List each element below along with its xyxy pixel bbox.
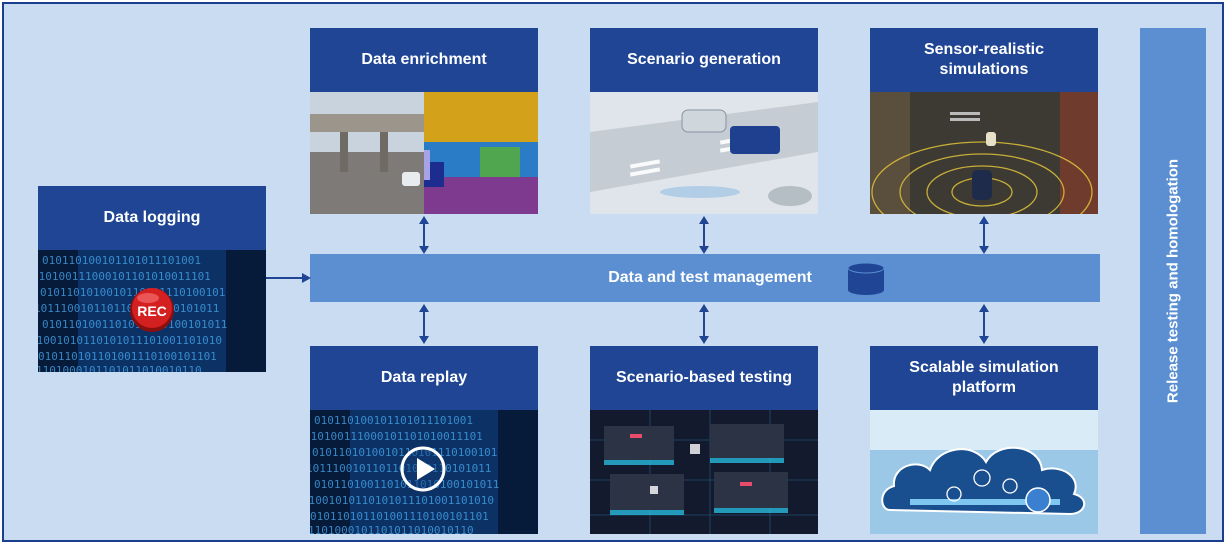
platform-bus-arrow: [979, 304, 989, 344]
data-test-management-bus: Data and test management: [310, 254, 1100, 302]
svg-text:1101000101101011010010110: 1101000101101011010010110: [38, 364, 202, 372]
node-title: Scenario generation: [590, 28, 818, 92]
node-data-replay: Data replay 010110100101101011101001 110…: [310, 346, 538, 534]
node-title: Scenario-based testing: [590, 346, 818, 410]
sensor-bus-arrow: [979, 216, 989, 254]
node-data-logging: Data logging 010110100101101011101001 11…: [38, 186, 266, 372]
node-title: Data logging: [38, 186, 266, 250]
replay-bus-arrow: [419, 304, 429, 344]
release-label: Release testing and homologation: [1164, 158, 1182, 404]
bus-label: Data and test management: [608, 269, 812, 286]
node-title: Scalable simulation platform: [870, 346, 1098, 410]
node-scenario-testing: Scenario-based testing: [590, 346, 818, 534]
node-title: Sensor-realistic simulations: [870, 28, 1098, 92]
play-icon: [398, 444, 448, 499]
rec-badge: REC: [137, 303, 167, 319]
binary-code-image: 010110100101101011101001 110100111000101…: [38, 250, 266, 372]
svg-text:1101000101101011010010110: 1101000101101011010010110: [310, 524, 474, 534]
enrichment-bus-arrow: [419, 216, 429, 254]
cloud-platform-image: [870, 410, 1098, 534]
generation-bus-arrow: [699, 216, 709, 254]
segmented-road-image: [310, 92, 538, 214]
parallel-test-platforms-image: [590, 410, 818, 534]
svg-text:010110101101001110100101101: 010110101101001110100101101: [38, 350, 217, 363]
svg-text:110100111000101101010011101: 110100111000101101010011101: [38, 270, 211, 283]
svg-text:110100111000101101010011101: 110100111000101101010011101: [310, 430, 483, 443]
sensor-simulation-image: [870, 92, 1098, 214]
testing-bus-arrow: [699, 304, 709, 344]
node-title: Data replay: [310, 346, 538, 410]
svg-text:010110101101001110100101101: 010110101101001110100101101: [310, 510, 489, 523]
svg-text:11001010110101011101001101010: 11001010110101011101001101010: [310, 494, 494, 507]
svg-text:010110100101101011101001: 010110100101101011101001: [42, 254, 201, 267]
release-testing-bar: Release testing and homologation: [1140, 28, 1206, 534]
svg-text:11001010110101011101001101010: 11001010110101011101001101010: [38, 334, 222, 347]
database-icon: [847, 262, 885, 295]
node-sensor-realistic: Sensor-realistic simulations: [870, 28, 1098, 214]
intersection-scenario-image: [590, 92, 818, 214]
node-scenario-generation: Scenario generation: [590, 28, 818, 214]
svg-text:0101101001101011010100101011: 0101101001101011010100101011: [42, 318, 227, 331]
node-scalable-platform: Scalable simulation platform: [870, 346, 1098, 534]
svg-text:1011100101101101000110101011: 1011100101101101000110101011: [38, 302, 219, 315]
node-title: Data enrichment: [310, 28, 538, 92]
svg-text:010110100101101011101001: 010110100101101011101001: [314, 414, 473, 427]
logging-to-bus-arrow: [266, 273, 311, 283]
svg-text:0101101010010110101110100101: 0101101010010110101110100101: [312, 446, 497, 459]
svg-text:0101101010010110101110100101: 0101101010010110101110100101: [40, 286, 225, 299]
node-data-enrichment: Data enrichment: [310, 28, 538, 214]
